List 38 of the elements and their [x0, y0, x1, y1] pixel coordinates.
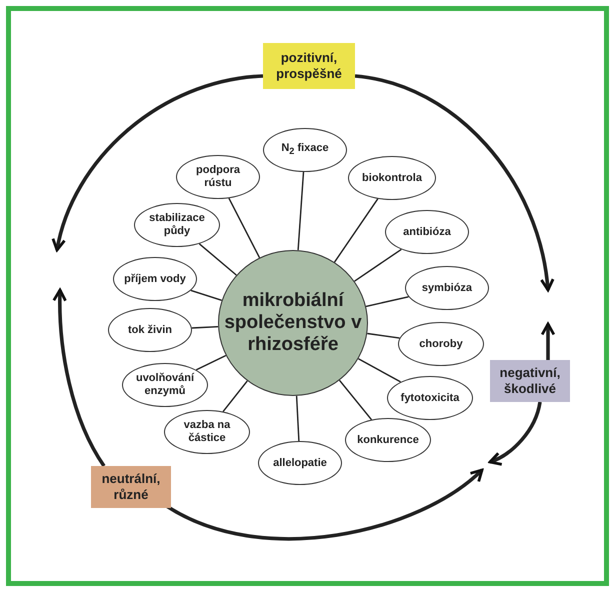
- topic-ellipse: symbióza: [405, 266, 489, 310]
- topic-ellipse: konkurence: [345, 418, 431, 462]
- topic-ellipse: N$_{2}$ fixace: [263, 128, 347, 172]
- connector-line: [334, 198, 378, 263]
- connector-line: [190, 290, 222, 301]
- connector-line: [297, 172, 304, 250]
- connector-line: [222, 380, 248, 412]
- topic-ellipse: uvolňování enzymů: [122, 363, 208, 407]
- topic-ellipse: podpora rústu: [176, 155, 260, 199]
- topic-ellipse: stabilizace půdy: [134, 203, 220, 247]
- category-box: negativní, škodlivé: [490, 360, 570, 402]
- connector-line: [367, 332, 400, 339]
- curved-arrow: [540, 322, 556, 360]
- center-circle: mikrobiální společenstvo v rhizosféře: [218, 250, 368, 396]
- topic-ellipse: choroby: [398, 322, 484, 366]
- topic-ellipse: vazba na částice: [164, 410, 250, 454]
- connector-line: [358, 358, 401, 383]
- topic-ellipse: fytotoxicita: [387, 376, 473, 420]
- curved-arrow: [52, 74, 264, 252]
- topic-ellipse: allelopatie: [258, 441, 342, 485]
- connector-line: [354, 248, 402, 282]
- topic-ellipse: antibióza: [385, 210, 469, 254]
- curved-arrow: [164, 468, 484, 540]
- topic-ellipse: příjem vody: [113, 257, 197, 301]
- category-box: neutrální, různé: [91, 466, 171, 508]
- connector-line: [228, 198, 260, 258]
- connector-line: [196, 354, 226, 371]
- connector-line: [198, 243, 237, 276]
- connector-line: [366, 296, 409, 308]
- curved-arrow: [488, 402, 542, 466]
- category-box: pozitivní, prospěšné: [263, 43, 355, 89]
- connector-line: [296, 396, 300, 442]
- connector-line: [192, 326, 218, 329]
- curved-arrow: [52, 288, 106, 467]
- curved-arrow: [354, 74, 554, 292]
- topic-ellipse: biokontrola: [348, 156, 436, 200]
- connector-line: [338, 380, 372, 420]
- topic-ellipse: tok živin: [108, 308, 192, 352]
